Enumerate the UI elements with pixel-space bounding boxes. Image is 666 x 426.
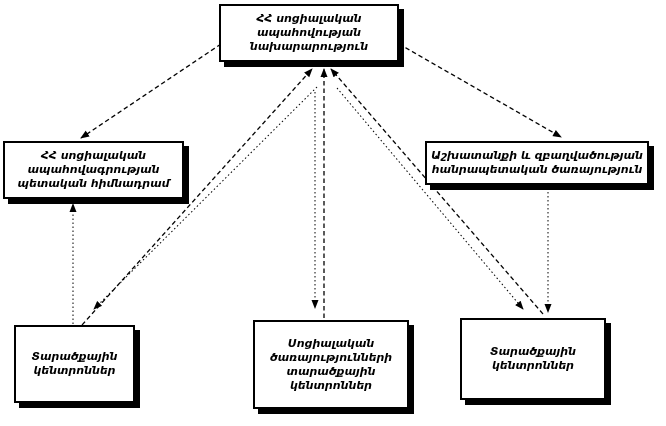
node-territorial-centers-left: Տարածքային կենտրոններ <box>14 325 135 403</box>
node-ministry-label-line: ապահովության <box>256 26 362 39</box>
node-insurance-fund-label-line: պետական հիմնադրամ <box>17 177 170 190</box>
node-territorial-centers-right: Տարածքային կենտրոններ <box>460 318 606 400</box>
node-social-services-centers: Սոցիալական ծառայությունների տարածքային կ… <box>253 320 409 409</box>
node-employment-service-label-line: հանրապետական ծառայություն <box>431 163 643 176</box>
arrow-ministry-to-territorial-left <box>93 86 318 310</box>
node-employment-service: Աշխատանքի և զբաղվածության հանրապետական ծ… <box>425 141 649 185</box>
arrow-ministry-to-employment-service <box>398 43 562 138</box>
arrow-ministry-to-insurance-fund <box>80 43 222 139</box>
node-territorial-centers-left-label-line: կենտրոններ <box>33 364 116 377</box>
node-social-services-centers-label-line: կենտրոններ <box>289 378 373 392</box>
node-insurance-fund: ՀՀ սոցիալական ապահովագրության պետական հի… <box>3 141 184 199</box>
arrow-territorial-left-to-ministry <box>81 68 313 326</box>
node-territorial-centers-right-label-line: Տարածքային <box>490 345 576 358</box>
node-territorial-centers-right-label-line: կենտրոններ <box>491 359 575 372</box>
node-ministry-label-line: ՀՀ սոցիալական <box>256 12 362 25</box>
arrow-territorial-right-to-ministry <box>330 68 544 315</box>
node-insurance-fund-label-line: ՀՀ սոցիալական <box>40 149 147 162</box>
node-employment-service-label-line: Աշխատանքի և զբաղվածության <box>431 149 643 162</box>
node-insurance-fund-label-line: ապահովագրության <box>27 163 160 176</box>
node-social-services-centers-label-line: տարածքային <box>286 364 376 378</box>
node-territorial-centers-left-label-line: Տարածքային <box>31 350 118 363</box>
arrow-ministry-to-territorial-right <box>336 87 524 310</box>
node-social-services-centers-label-line: Սոցիալական <box>287 336 375 350</box>
node-ministry: ՀՀ սոցիալական ապահովության նախարարությու… <box>219 4 399 62</box>
node-social-services-centers-label-line: ծառայությունների <box>269 350 393 364</box>
node-ministry-label-line: նախարարություն <box>249 40 369 53</box>
